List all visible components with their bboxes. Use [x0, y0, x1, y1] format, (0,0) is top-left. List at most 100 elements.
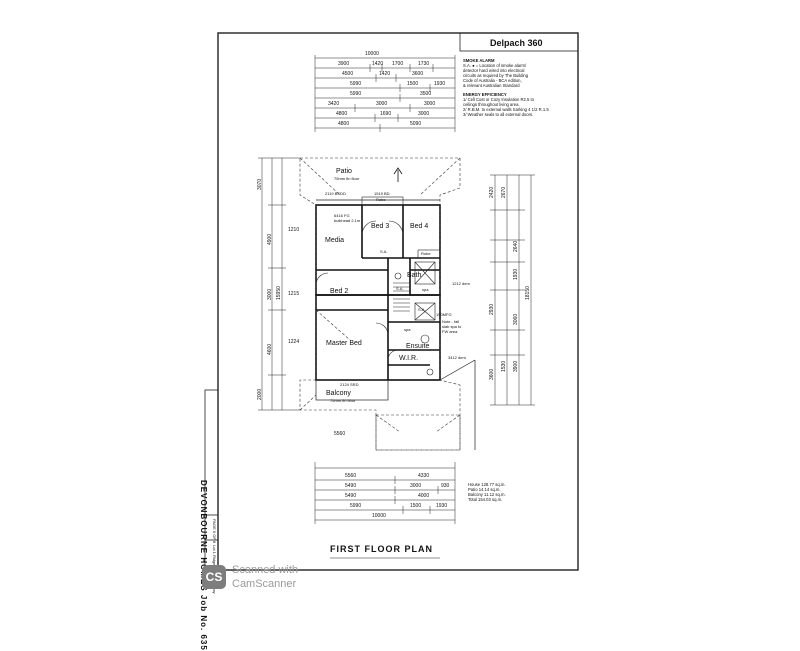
area-line: Patio 14.14 sq.m. — [468, 487, 501, 492]
balcony-edge — [315, 379, 389, 401]
dim-top: 4800 — [336, 111, 348, 117]
dim-top: 1420 — [379, 71, 391, 77]
dim-top: 1420 — [372, 61, 384, 67]
dim-left: 4900 — [267, 233, 273, 245]
left-dimensions — [258, 157, 300, 411]
notes-block: SMOKE ALARM S.A. ● = Location of smoke a… — [463, 58, 549, 117]
area-line: House 128.77 sq.m. — [468, 482, 506, 487]
top-dimensions — [314, 55, 456, 132]
room-ensuite: Ensuite — [406, 343, 430, 350]
dim-bottom: 1930 — [436, 503, 448, 509]
energy-heading: ENERGY EFFICIENCY — [463, 92, 507, 97]
dim-right: 2640 — [513, 240, 519, 252]
dim-bottom: 3000 — [410, 483, 422, 489]
dim-right: 3060 — [513, 313, 519, 325]
smoke-line: & relevant Australian Standard — [463, 83, 520, 88]
dim-top: 3000 — [424, 101, 436, 107]
energy-line: 2/ R.B.M. to external walls Sarking 4 1/… — [463, 107, 549, 112]
note-fall: Note - fall — [442, 319, 460, 324]
room-master-bed: Master Bed — [326, 340, 362, 347]
mfg-label: 150MFG — [436, 312, 452, 317]
dim-top: 1730 — [418, 61, 430, 67]
shower-box — [414, 302, 436, 321]
dim-top: 3900 — [338, 61, 350, 67]
opening-label: 1519 BD — [374, 191, 390, 196]
footer-title: FIRST FLOOR PLAN — [330, 544, 433, 554]
dim-bottom: 10000 — [372, 513, 386, 519]
dim-right: 2670 — [501, 186, 507, 198]
smoke-line: circuits as required by The Building — [463, 73, 529, 78]
spa-label-2: spa — [404, 327, 411, 332]
dim-top: 1700 — [392, 61, 404, 67]
room-patio: Patio — [336, 168, 352, 175]
dim-left: 4600 — [267, 343, 273, 355]
room-balcony: Balcony — [326, 390, 351, 397]
energy-line: 1/ Cell Cost or Cozy Insulation R2.5 to — [463, 97, 534, 102]
dim-top: 5090 — [410, 121, 422, 127]
roof-outline — [299, 157, 461, 451]
dim-left: 3070 — [257, 178, 263, 190]
energy-line: 3/ Weather seals to all external doors. — [463, 112, 534, 117]
sheet-border — [217, 32, 579, 571]
area-line: Balcony 11.12 sq.m. — [468, 492, 506, 497]
dim-bottom: 4330 — [418, 473, 430, 479]
scanner-line-1: Scanned with — [232, 564, 299, 576]
stairs — [393, 282, 410, 312]
camscanner-logo: CS — [202, 565, 226, 589]
smoke-line: Code of Australia - BCA edition, — [463, 78, 522, 83]
linen-box — [414, 261, 436, 285]
floor-plan-drawing — [204, 32, 579, 571]
dim-right: 2930 — [489, 303, 495, 315]
sheet-label: PAGE 5 OF 8 — [212, 519, 217, 544]
dim-left-inner: 1224 — [288, 339, 300, 345]
scanner-line-2: CamScanner — [232, 578, 297, 590]
room-bath: Bath — [407, 272, 422, 279]
room-balcony-sub: 75mm fin floor — [330, 398, 356, 403]
dim-right: 3600 — [489, 368, 495, 380]
room-patio-sub: 75mm fin floor — [334, 176, 360, 181]
dim-top: 3000 — [418, 111, 430, 117]
dim-top: 3000 — [376, 101, 388, 107]
room-bed4: Bed 4 — [410, 223, 429, 230]
dim-right: 2420 — [489, 186, 495, 198]
dim-top: 3600 — [412, 71, 424, 77]
dim-top: 4500 — [342, 71, 354, 77]
dim-left: 15950 — [276, 286, 282, 300]
room-bed3: Bed 3 — [371, 223, 390, 230]
dim-top: 3420 — [328, 101, 340, 107]
ensuite-dim: 3412 dem — [448, 355, 466, 360]
dim-bottom: 5490 — [345, 483, 357, 489]
dim-top: 4800 — [338, 121, 350, 127]
dim-top: 1930 — [434, 81, 446, 87]
dim-top: 3500 — [420, 91, 432, 97]
dim-left: 3000 — [267, 288, 273, 300]
dim-bottom: 5490 — [345, 493, 357, 499]
bulkhead-sub: bulkhead 2.1m — [334, 218, 361, 223]
model-name: Delpach 360 — [490, 38, 543, 48]
dim-bottom: 5560 — [334, 431, 346, 437]
smoke-heading: SMOKE ALARM — [463, 58, 495, 63]
dim-right: 3900 — [513, 360, 519, 372]
area-schedule: House 128.77 sq.m. Patio 14.14 sq.m. Bal… — [468, 482, 506, 502]
model-name-box — [459, 32, 579, 52]
dim-left: 2000 — [257, 388, 263, 400]
smoke-alarm-label: S.A. — [396, 286, 404, 291]
room-wir: W.I.R. — [399, 355, 419, 362]
dim-right: 1930 — [513, 268, 519, 280]
room-bed2: Bed 2 — [330, 288, 349, 295]
smoke-line: detector hard wired into electrical — [463, 68, 525, 73]
area-line: Total 154.03 sq.m. — [468, 497, 503, 502]
smoke-alarm-label: S.A. — [380, 249, 388, 254]
opening-label: 2124 SRD — [340, 382, 359, 387]
bottom-dimensions — [314, 462, 456, 524]
room-media: Media — [325, 237, 345, 244]
note-fall-sub2: FW area — [442, 329, 458, 334]
north-arrow-icon — [393, 167, 403, 182]
dim-left-inner: 1210 — [288, 227, 300, 233]
robe-top — [361, 196, 404, 206]
dim-top: 10000 — [365, 51, 379, 57]
dim-right: 18150 — [525, 286, 531, 300]
dim-top: 5990 — [350, 81, 362, 87]
room-robe: Robe — [376, 197, 386, 202]
smoke-line: S.A. ● = Location of smoke alarm/ — [463, 63, 527, 68]
